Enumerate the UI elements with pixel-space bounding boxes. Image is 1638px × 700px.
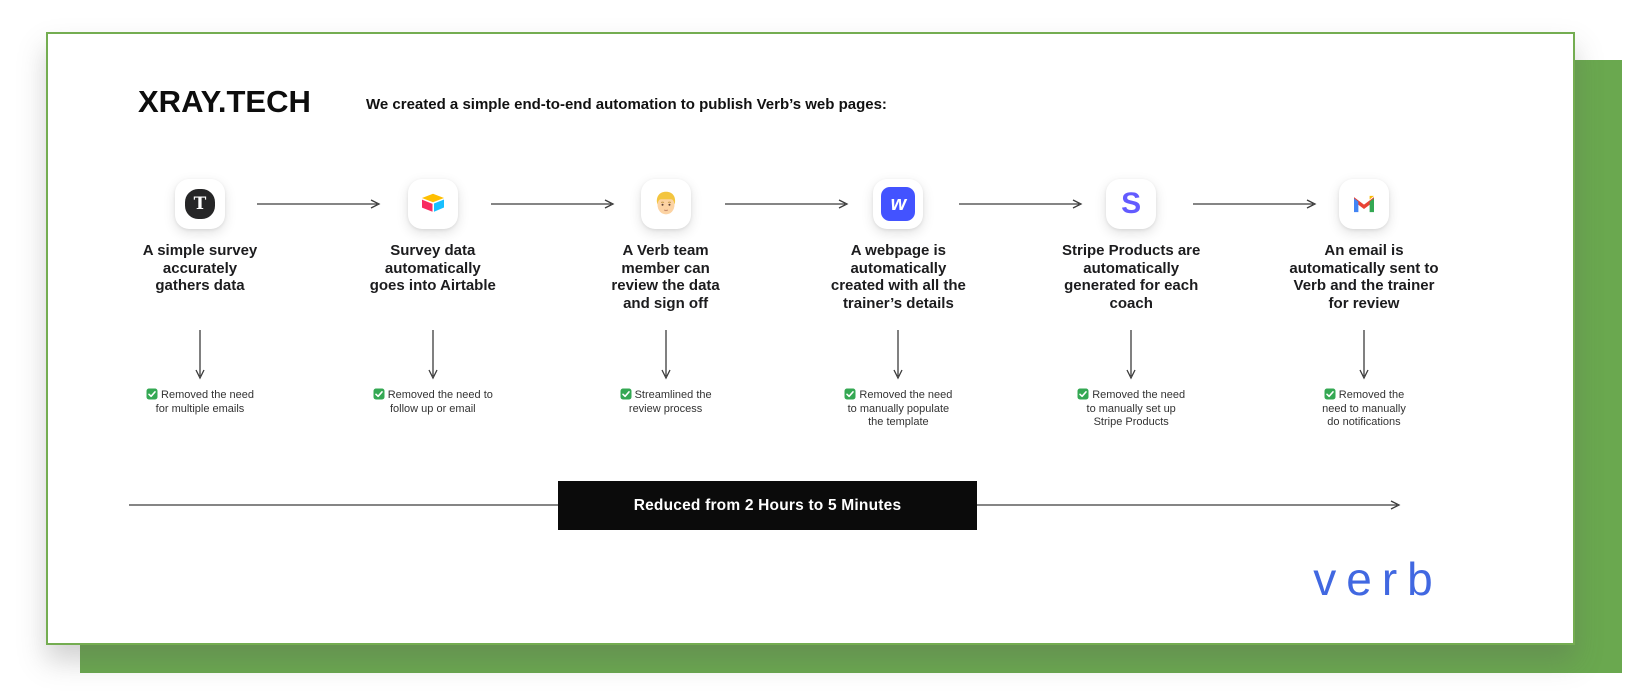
step-note-text: Removed the need to manually do notifica…: [1322, 389, 1406, 428]
person-icon: [640, 179, 691, 229]
check-icon: [620, 388, 632, 400]
step-title: A webpage is automatically created with …: [830, 242, 966, 312]
step-review: A Verb team member can review the data a…: [568, 179, 764, 430]
step-title: An email is automatically sent to Verb a…: [1289, 242, 1439, 312]
typeform-icon: T: [175, 179, 225, 229]
step-note: Removed the need to manually set up Stri…: [1077, 388, 1185, 430]
step-note-text: Removed the need for multiple emails: [155, 389, 254, 415]
person-emoji-glyph: [656, 191, 675, 215]
step-note: Removed the need to follow up or email: [373, 388, 493, 416]
step-airtable: Survey data automatically goes into Airt…: [335, 179, 531, 430]
step-note: Streamlined the review process: [620, 388, 712, 416]
right-arrow-icon: [959, 199, 1083, 209]
down-arrow-icon: [661, 330, 671, 380]
down-arrow-icon: [428, 330, 438, 380]
step-stripe: S Stripe Products are automatically gene…: [1033, 179, 1229, 430]
step-note: Removed the need for multiple emails: [146, 388, 254, 416]
step-gmail: An email is automatically sent to Verb a…: [1266, 179, 1462, 430]
typeform-letter: T: [185, 189, 215, 219]
gmail-icon: [1338, 179, 1389, 229]
step-note-text: Streamlined the review process: [628, 389, 712, 415]
xray-tech-logo: XRAY.TECH: [138, 84, 311, 119]
check-icon: [373, 388, 385, 400]
verb-logo: verb: [1313, 553, 1443, 605]
right-arrow-icon: [725, 199, 849, 209]
check-icon: [1077, 388, 1089, 400]
step-webflow: w A webpage is automatically created wit…: [800, 179, 996, 430]
webflow-letter: w: [881, 187, 916, 221]
step-note: Removed the need to manually populate th…: [844, 388, 952, 430]
infographic-card: XRAY.TECH We created a simple end-to-end…: [46, 32, 1575, 645]
stripe-icon: S: [1106, 179, 1157, 229]
headline-text: We created a simple end-to-end automatio…: [366, 96, 887, 113]
right-arrow-icon: [1193, 199, 1317, 209]
check-icon: [1324, 388, 1336, 400]
check-icon: [146, 388, 158, 400]
down-arrow-icon: [1359, 330, 1369, 380]
step-title: Survey data automatically goes into Airt…: [369, 242, 496, 294]
reduction-banner: Reduced from 2 Hours to 5 Minutes: [558, 481, 977, 530]
step-note-text: Removed the need to follow up or email: [387, 389, 493, 415]
down-arrow-icon: [195, 330, 205, 380]
step-title: Stripe Products are automatically genera…: [1061, 242, 1201, 312]
step-title: A Verb team member can review the data a…: [611, 242, 720, 312]
step-note-text: Removed the need to manually set up Stri…: [1086, 389, 1186, 428]
airtable-icon: [407, 179, 458, 229]
airtable-logo-glyph: [421, 193, 444, 212]
workflow-steps-row: T A simple survey accurately gathers dat…: [102, 179, 1462, 430]
right-arrow-icon: [491, 199, 615, 209]
step-typeform: T A simple survey accurately gathers dat…: [102, 179, 298, 430]
gmail-logo-glyph: [1353, 195, 1374, 213]
down-arrow-icon: [1126, 330, 1136, 380]
step-title: A simple survey accurately gathers data: [142, 242, 258, 294]
check-icon: [844, 388, 856, 400]
webflow-icon: w: [873, 179, 924, 229]
stripe-letter: S: [1121, 187, 1142, 220]
down-arrow-icon: [893, 330, 903, 380]
step-note-text: Removed the need to manually populate th…: [847, 389, 953, 428]
right-arrow-icon: [257, 199, 381, 209]
step-note: Removed the need to manually do notifica…: [1322, 388, 1406, 430]
